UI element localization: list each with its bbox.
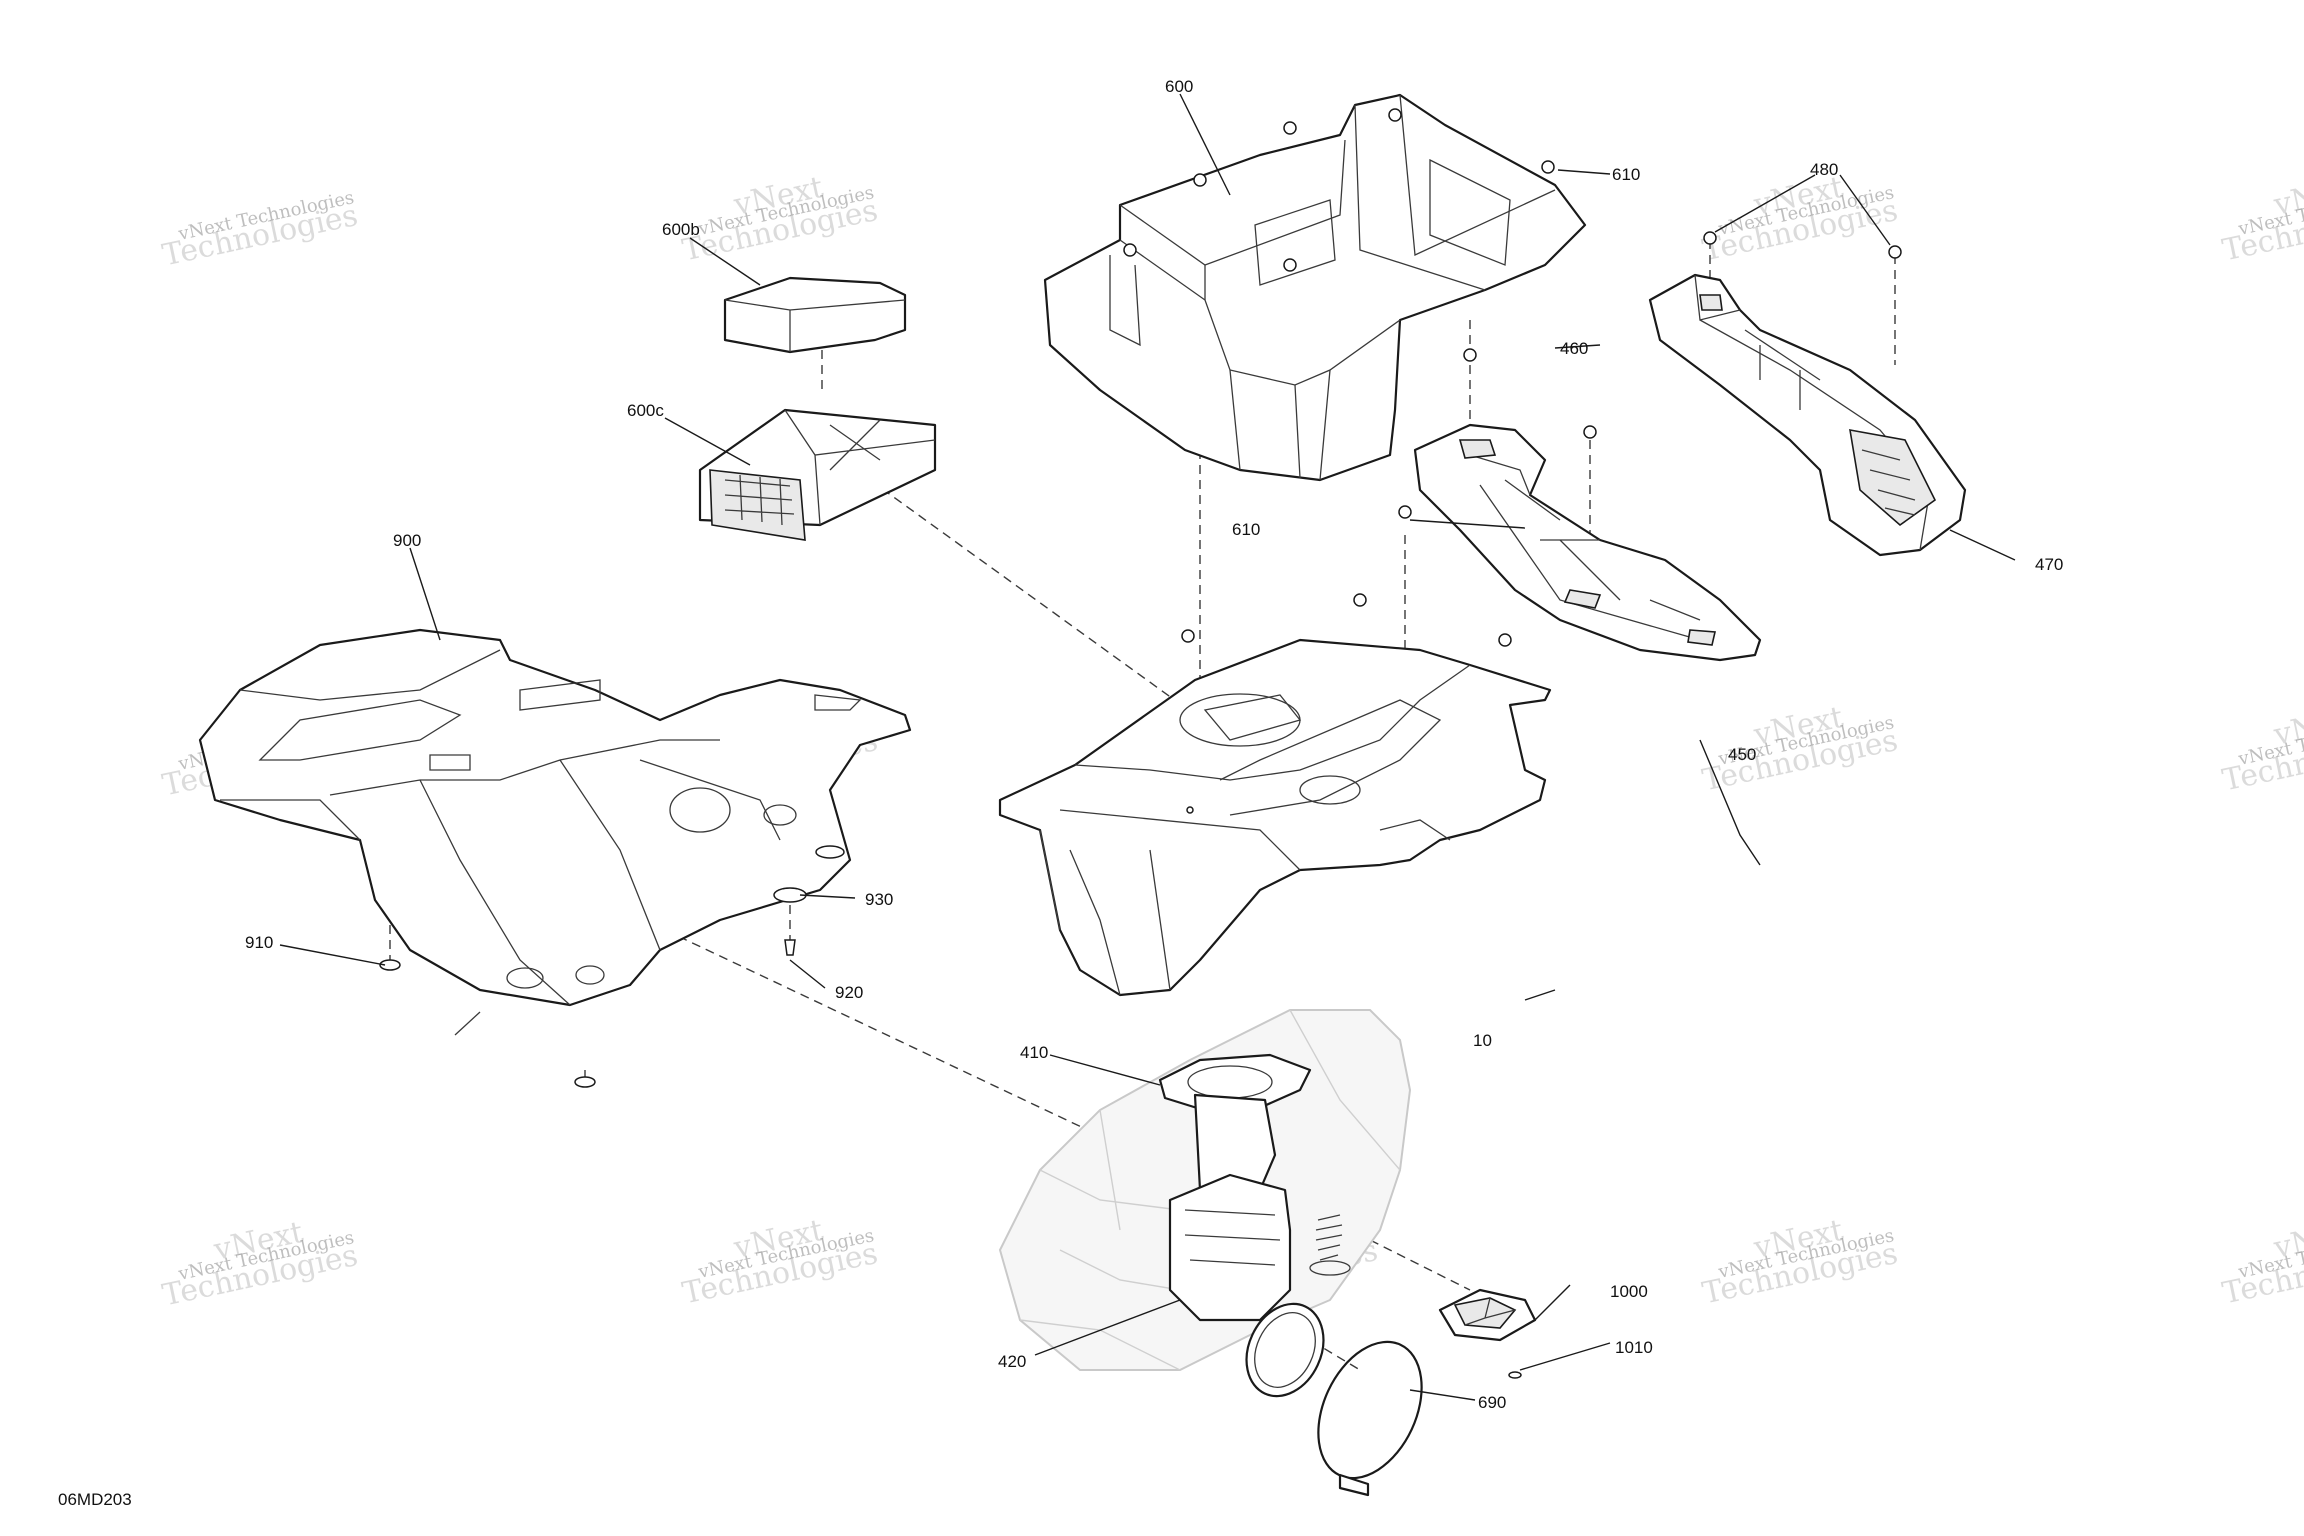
callout-930: 930 [865, 890, 893, 909]
part-930-disc [815, 845, 845, 859]
part-1010-nut [1508, 1371, 1522, 1379]
callout-920: 920 [835, 983, 863, 1002]
part-410-funnel [1158, 1053, 1312, 1202]
callout-690: 690 [1478, 1393, 1506, 1412]
callouts: 600 600b 600c 610 480 460 610 470 900 93… [245, 77, 2063, 1412]
part-600c-grille [698, 408, 937, 541]
part-600b-cover [723, 276, 907, 354]
callout-610: 610 [1612, 165, 1640, 184]
callout-420: 420 [998, 1352, 1026, 1371]
watermark: Technologies vNext vNext Technologies [2219, 1213, 2304, 1312]
callout-610: 610 [1232, 520, 1260, 539]
watermark: Technologies vNext vNext Technologies [1699, 700, 1900, 799]
callout-1010: 1010 [1615, 1338, 1653, 1357]
part-spring [1309, 1214, 1351, 1276]
callout-460: 460 [1560, 339, 1588, 358]
callout-480: 480 [1810, 160, 1838, 179]
part-920-screw [784, 939, 796, 956]
callout-600: 600 [1165, 77, 1193, 96]
leader-lines [279, 93, 2016, 1401]
callout-450: 450 [1728, 745, 1756, 764]
watermark: Technologies vNext Technologies [159, 187, 360, 273]
part-1000-cap [1438, 1288, 1537, 1342]
part-900-front-cover [198, 628, 912, 1036]
watermark: Technologies vNext vNext Technologies [159, 1215, 360, 1314]
callout-410: 410 [1020, 1043, 1048, 1062]
watermark: Technologies vNext vNext Technologies [1699, 170, 1900, 269]
callout-600b: 600b [662, 220, 700, 239]
part-420-duct [1168, 1173, 1325, 1398]
watermark: Technologies vNext vNext Technologies [2219, 170, 2304, 269]
part-690-clamp [1317, 1340, 1423, 1497]
watermark: Technologies vNext vNext Technologies [679, 170, 880, 269]
part-470-rear-handle [1648, 273, 1967, 557]
callout-10: 10 [1473, 1031, 1492, 1050]
drawing-code: 06MD203 [58, 1490, 132, 1509]
callout-1000: 1000 [1610, 1282, 1648, 1301]
small-parts [379, 121, 1902, 1379]
part-10-center-console [998, 638, 1552, 997]
part-910-clip [379, 959, 401, 971]
part-910-clip [574, 1076, 596, 1088]
watermark: Technologies vNext vNext Technologies [2219, 700, 2304, 799]
watermark: Technologies vNext vNext Technologies [1699, 1213, 1900, 1312]
part-460-handle [1413, 423, 1762, 662]
part-600-upper-console [1043, 93, 1587, 482]
watermark: Technologies vNext vNext Technologies [679, 1213, 880, 1312]
callout-910: 910 [245, 933, 273, 952]
callout-470: 470 [2035, 555, 2063, 574]
callout-900: 900 [393, 531, 421, 550]
callout-600c: 600c [627, 401, 664, 420]
